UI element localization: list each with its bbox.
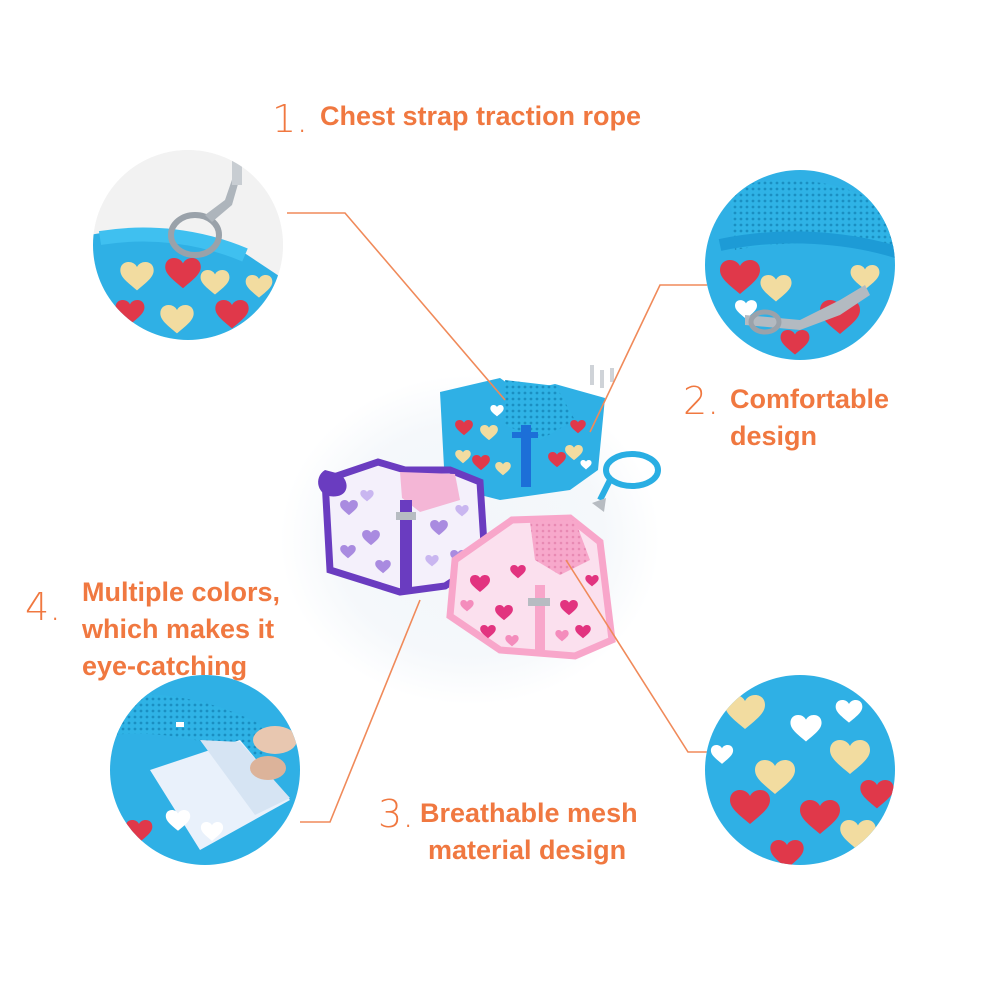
connector-lines	[287, 212, 712, 823]
callout-4-line-1: Multiple colors,	[82, 577, 281, 607]
metal-clips	[590, 365, 614, 388]
blue-harness-vest	[440, 378, 605, 500]
closeup-heart-fabric-circle	[705, 675, 895, 865]
center-product-photo	[318, 365, 661, 660]
callout-4-number: 4.	[25, 585, 62, 629]
closeup-hook-loop-circle	[110, 675, 300, 865]
callout-1-line-1: Chest strap traction rope	[320, 101, 642, 131]
callout-3-number: 3.	[378, 792, 415, 836]
callout-4-text: Multiple colors, which makes it eye-catc…	[82, 574, 280, 685]
closeup-mesh-collar-circle	[705, 170, 895, 360]
callout-1-number: 1.	[272, 97, 309, 141]
pink-harness-vest	[446, 514, 616, 660]
callout-2-number: 2.	[683, 379, 720, 423]
callout-4-line-3: eye-catching	[82, 651, 248, 681]
closeup-leash-clip-circle	[93, 150, 283, 340]
callout-3-line-2: material design	[428, 835, 627, 865]
callout-2-line-1: Comfortable	[730, 384, 890, 414]
callout-2-text: Comfortable design	[730, 381, 889, 455]
callout-3-text: Breathable mesh material design	[420, 795, 638, 869]
purple-harness-vest	[321, 458, 489, 596]
callout-3-line-1: Breathable mesh	[420, 798, 638, 828]
blue-leash	[597, 451, 661, 502]
purple-leash-loop	[318, 470, 347, 497]
callout-1-text: Chest strap traction rope	[320, 98, 641, 135]
callout-4-line-2: which makes it	[82, 614, 275, 644]
callout-2-line-2: design	[730, 421, 818, 451]
